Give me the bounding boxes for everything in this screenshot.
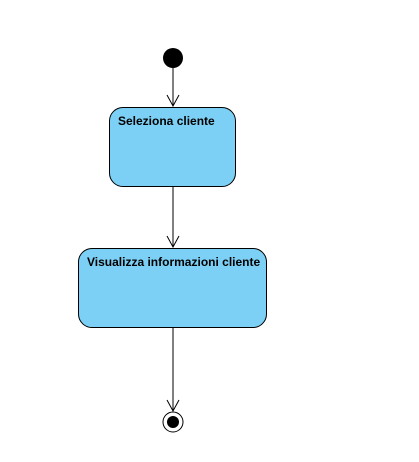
- arrowhead-icon: [166, 399, 180, 413]
- edge-start-to-select: [166, 68, 180, 108]
- edge-select-to-view: [166, 187, 180, 249]
- arrowhead-icon: [166, 235, 180, 249]
- arrowhead-icon: [166, 94, 180, 108]
- action-label: Visualizza informazioni cliente: [87, 255, 261, 269]
- initial-node[interactable]: [163, 48, 183, 68]
- action-select-client[interactable]: Seleziona cliente: [109, 107, 236, 187]
- edge-view-to-end: [166, 328, 180, 413]
- final-node[interactable]: [162, 411, 184, 433]
- action-label: Seleziona cliente: [118, 114, 215, 128]
- action-view-client-info[interactable]: Visualizza informazioni cliente: [78, 248, 267, 328]
